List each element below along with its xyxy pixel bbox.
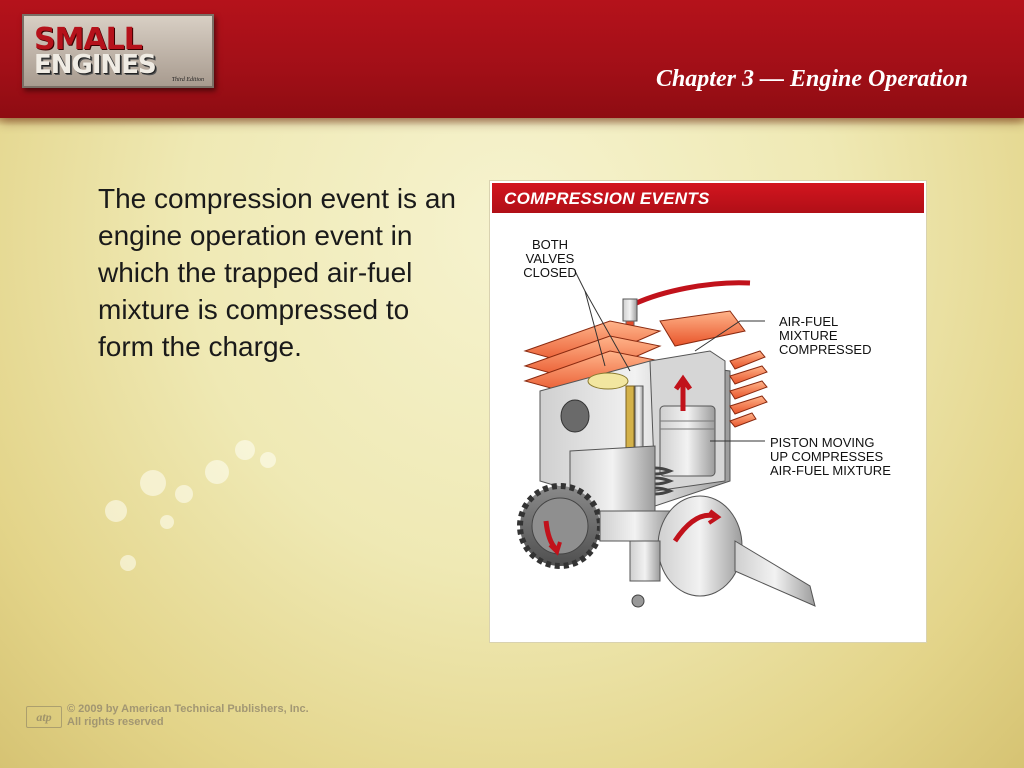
cylinder-head-fins (523, 310, 746, 397)
compression-events-figure: COMPRESSION EVENTS (489, 180, 927, 643)
chapter-title: Chapter 3 — Engine Operation (655, 66, 968, 92)
label-mixture-line1: AIR-FUEL (779, 314, 839, 329)
figure-title: COMPRESSION EVENTS (504, 189, 710, 208)
small-engines-logo: SMALL ENGINES Third Edition (22, 14, 214, 88)
label-mixture-line2: MIXTURE (779, 328, 838, 343)
logo-line-small: SMALL (34, 22, 143, 57)
slide-body-text: The compression event is an engine opera… (98, 183, 456, 362)
copyright-line: © 2009 by American Technical Publishers,… (67, 703, 309, 715)
cylinder-side-fins (729, 350, 768, 428)
label-valves-closed: BOTH VALVES CLOSED (512, 238, 588, 280)
logo-edition: Third Edition (171, 77, 204, 83)
label-piston-line1: PISTON MOVING (770, 435, 875, 450)
engine-cutaway-illustration (517, 270, 816, 608)
rights-line: All rights reserved (67, 716, 164, 728)
copyright-notice: © 2009 by American Technical Publishers,… (67, 703, 309, 729)
figure-title-bar: COMPRESSION EVENTS (492, 183, 924, 213)
label-piston-line3: AIR-FUEL MIXTURE (770, 463, 891, 478)
atp-logo: atp (26, 706, 62, 728)
label-mixture-compressed: AIR-FUEL MIXTURE COMPRESSED (779, 315, 871, 357)
logo-line-engines: ENGINES (34, 50, 157, 80)
label-valves-line2: VALVES (525, 251, 575, 266)
label-valves-line1: BOTH (531, 237, 569, 252)
header-bar: SMALL ENGINES Third Edition Chapter 3 — … (0, 0, 1024, 118)
label-mixture-line3: COMPRESSED (779, 342, 872, 357)
label-piston-line2: UP COMPRESSES (770, 449, 884, 464)
header-shadow (0, 118, 1024, 126)
label-valves-line3: CLOSED (523, 265, 577, 280)
label-piston-moving: PISTON MOVING UP COMPRESSES AIR-FUEL MIX… (770, 436, 891, 478)
